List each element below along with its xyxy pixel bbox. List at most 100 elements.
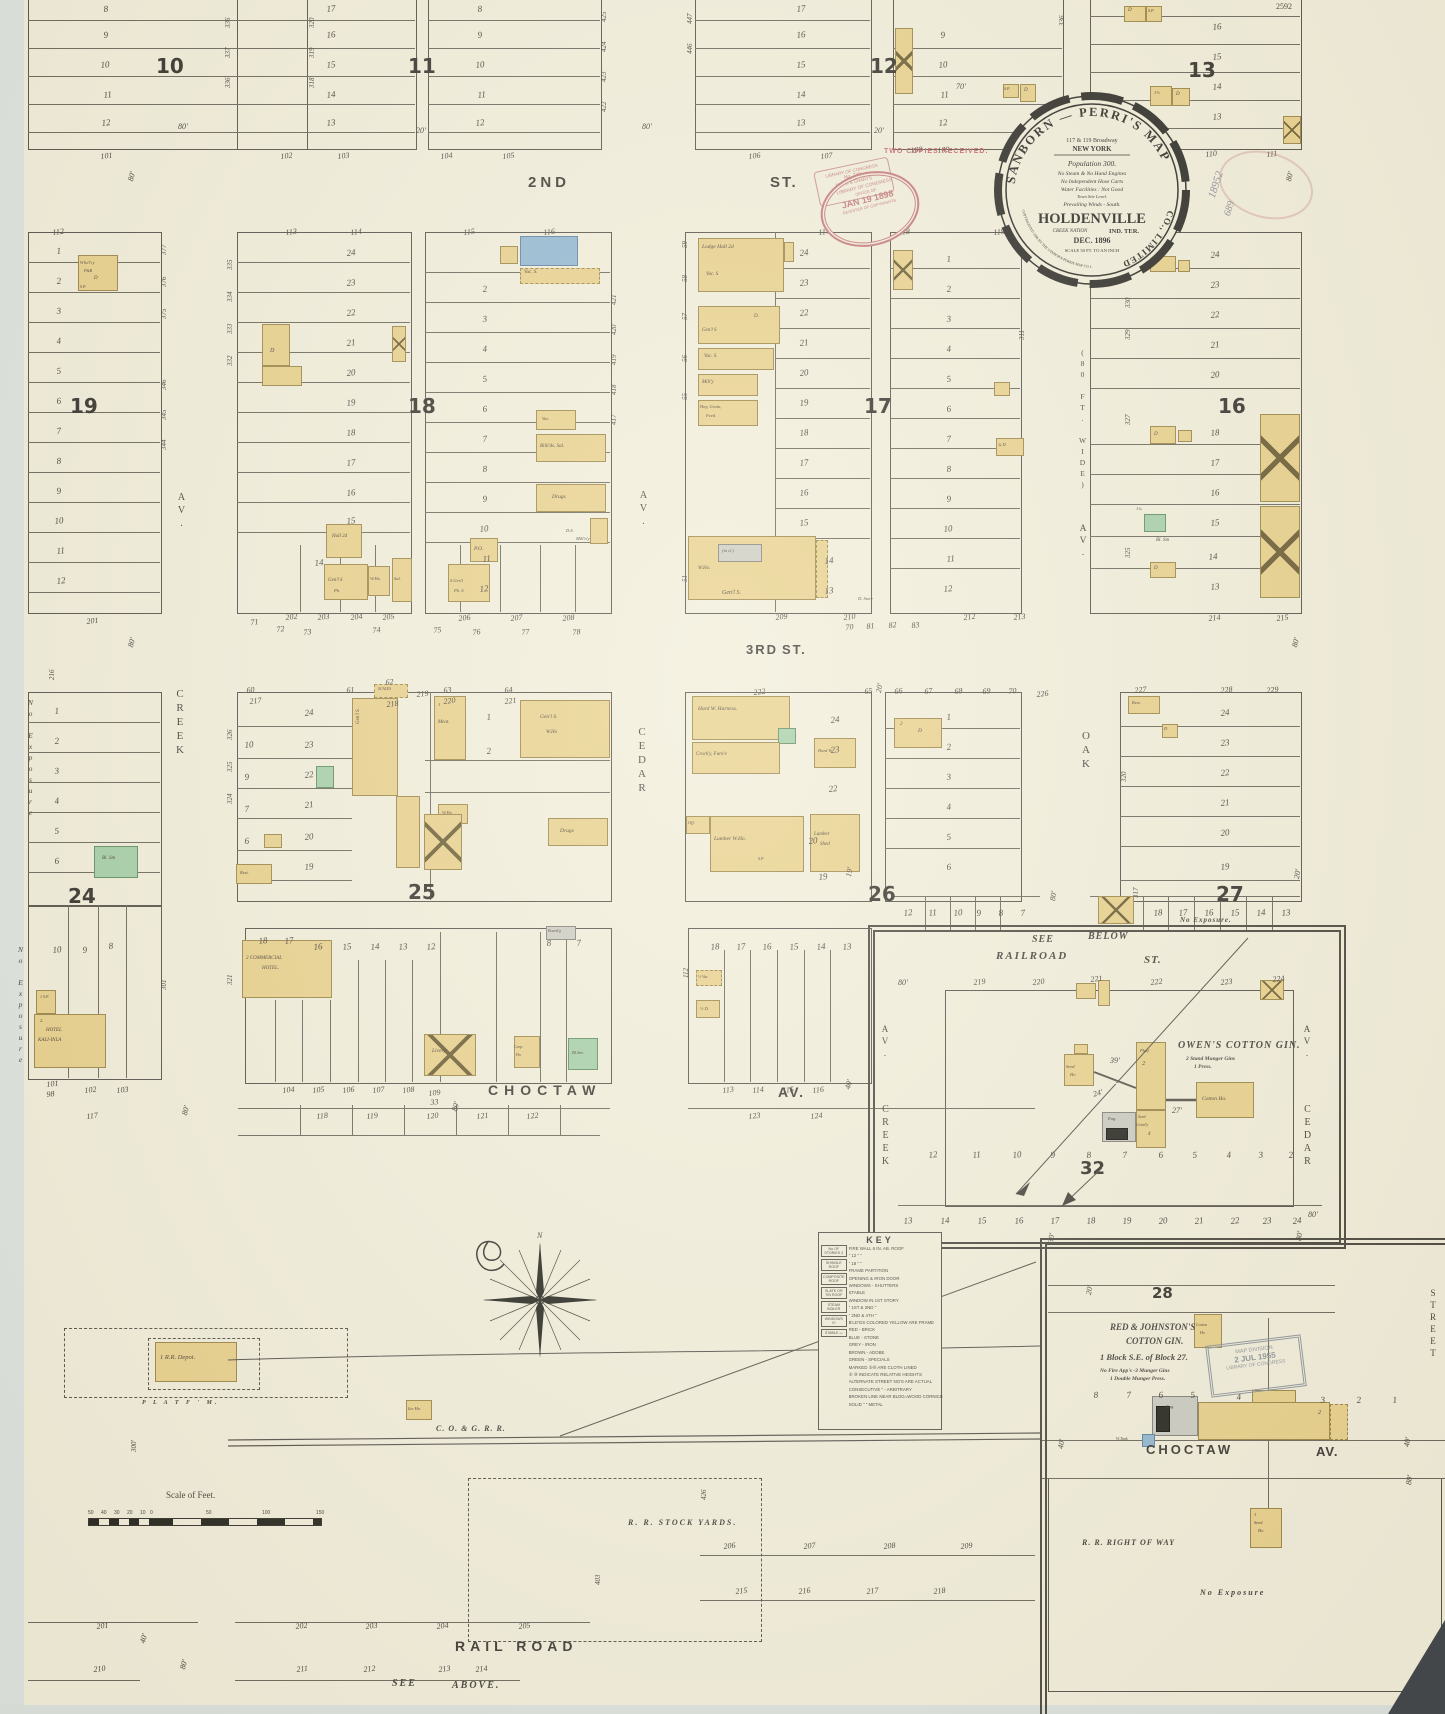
building	[262, 366, 302, 386]
lot-line	[237, 382, 410, 383]
lot-number: 22	[828, 783, 838, 794]
building	[236, 864, 272, 884]
stamp-nation: CREEK NATION	[1053, 229, 1088, 234]
building	[895, 28, 913, 94]
building	[1150, 562, 1176, 578]
lot-line	[500, 545, 501, 612]
building	[78, 255, 118, 291]
vertical-number: 418	[610, 384, 618, 396]
lot-number: 20	[1210, 369, 1220, 380]
dimension-label: 40'	[138, 1632, 150, 1645]
lot-line	[28, 562, 160, 563]
building	[568, 1038, 598, 1070]
building	[392, 558, 412, 602]
address-number: 117	[86, 1110, 99, 1121]
key-entry: " 12 " "	[848, 1253, 862, 1259]
lot-number: 21	[1220, 797, 1230, 808]
street-name: 2ND	[528, 174, 571, 191]
building-label: S.P.	[1148, 8, 1154, 13]
block-number: 13	[1188, 58, 1216, 82]
building	[893, 250, 913, 290]
lot-line	[1168, 896, 1169, 930]
lot-number: 10	[244, 739, 254, 750]
scale-tick: 150	[316, 1510, 325, 1516]
lot-line	[237, 472, 410, 473]
address-number: 205	[518, 1620, 531, 1631]
lot-number: 16	[1212, 21, 1222, 32]
building-label: D	[1024, 88, 1028, 93]
building	[698, 306, 780, 344]
lot-line	[1090, 268, 1300, 269]
stamp-population: Population 300.	[1067, 159, 1116, 168]
address-number: 104	[282, 1084, 295, 1095]
lot-number: 10	[54, 515, 64, 526]
building	[500, 246, 518, 264]
map-label: No Exposure	[1200, 1588, 1266, 1597]
stamp-address: 117 & 119 Broadway	[1066, 138, 1117, 144]
address-number: 78	[572, 627, 581, 637]
scale-tick: 20	[127, 1510, 133, 1516]
vertical-number: 446	[686, 43, 694, 55]
vertical-number: 424	[600, 41, 608, 53]
street-name-vertical: CREEK	[174, 688, 186, 758]
block-outline	[893, 0, 1064, 150]
lot-line	[430, 692, 431, 900]
lot-line	[425, 482, 610, 483]
building-label: Vac. S.	[704, 354, 718, 359]
lot-number: 16	[799, 487, 809, 498]
building-label: 1	[438, 702, 441, 707]
address-number: 62	[385, 677, 394, 687]
building-label: D	[1128, 8, 1132, 13]
lot-line	[775, 232, 776, 612]
address-number: 107	[820, 150, 833, 161]
stamp-scale: SCALE 50 FT. TO AN INCH	[1065, 248, 1120, 253]
lot-number: 2	[946, 741, 952, 752]
building	[1330, 1404, 1348, 1440]
building	[1098, 896, 1134, 924]
map-label: COTTON GIN.	[1126, 1336, 1184, 1346]
lot-line	[700, 1555, 1035, 1556]
building-label: Gen'l S.	[540, 714, 558, 720]
block-outline	[28, 692, 162, 907]
lot-line	[237, 758, 352, 759]
building-label: Vac. S.	[524, 270, 538, 275]
address-number: 106	[342, 1084, 355, 1095]
lot-line	[893, 48, 1062, 49]
building-label: 2	[1318, 1410, 1321, 1416]
building-label: Livery	[432, 1048, 447, 1054]
building-label: Sal.	[394, 576, 401, 581]
address-number: 65	[864, 686, 873, 696]
lot-number: 7	[56, 425, 62, 436]
map-label: 1 Double Munger Press.	[1110, 1376, 1166, 1382]
building-label: S.Gen'l	[450, 578, 464, 583]
lot-number: 13	[824, 585, 834, 596]
lot-line	[425, 760, 610, 761]
dimension-label: 20'	[416, 126, 426, 135]
key-entry: " 1ST & 2ND "	[848, 1305, 877, 1311]
address-number: 219	[416, 688, 429, 699]
street-name-vertical: (80 FT. WIDE)	[1078, 348, 1087, 491]
dimension-label: 20'	[874, 126, 884, 135]
lot-number: 6	[244, 835, 250, 846]
stamp-territory: IND. TER.	[1109, 228, 1139, 235]
lot-number: 15	[789, 941, 799, 952]
building-label: HOTEL.	[262, 966, 280, 971]
lot-line	[890, 538, 1020, 539]
lot-line	[775, 478, 870, 479]
lot-line	[1246, 896, 1247, 930]
lot-line	[385, 960, 386, 1082]
lot-number: 12	[903, 907, 913, 918]
page-edge-bottom	[0, 1705, 1445, 1714]
key-entry: FRAME PARTITION	[848, 1268, 889, 1274]
lot-number: 16	[346, 487, 356, 498]
block-number: 12	[870, 54, 898, 78]
lot-number: 4	[54, 795, 60, 806]
lot-number: 2	[54, 735, 60, 746]
lot-line	[890, 418, 1020, 419]
street-name: AV.	[778, 1084, 806, 1100]
building-label: 2	[900, 722, 903, 727]
lot-line	[425, 542, 610, 543]
lot-number: 11	[56, 545, 66, 556]
vertical-number: 375	[160, 308, 168, 320]
